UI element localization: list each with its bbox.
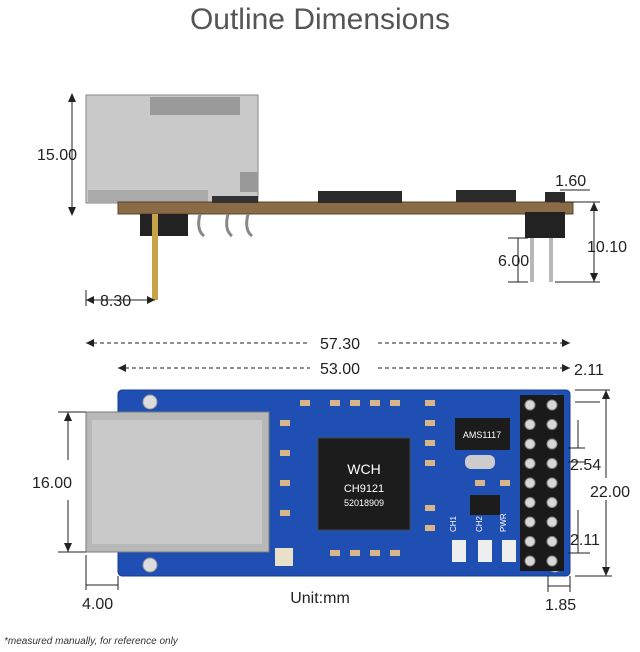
header-pin-2 [549,238,553,282]
arrow [602,567,610,576]
dim-label-4: 4.00 [82,596,113,613]
header-pin-1 [530,238,534,282]
arrow [64,412,72,421]
dim-label-22: 22.00 [590,484,630,501]
dim-label-1-6: 1.60 [555,173,586,190]
header-pin [546,399,558,411]
button [275,548,293,566]
chip-label-3: 52018909 [344,498,384,508]
unit-label: Unit:mm [290,590,350,607]
arrow [590,202,598,211]
dim-label-2-54: 2.54 [570,457,601,474]
led-label-ch2: CH2 [475,515,484,532]
arrow [86,339,94,347]
rj45-side-bottom [88,190,208,202]
dim-label-10: 10.10 [587,239,627,256]
dim-label-2-11-bottom: 2.11 [570,532,600,549]
rj45-side-top [150,97,240,115]
rj45-jack-face [92,420,262,544]
rj45-pins-block [140,214,188,236]
header-pin [524,516,536,528]
chip-side [318,191,402,203]
dim-label-15: 15.00 [37,147,77,164]
arrow [147,296,155,304]
ch9121-chip [317,437,411,531]
led-label-ch1: CH1 [449,515,458,532]
transistor [470,495,500,515]
arrow [602,390,610,399]
chip-label-2: CH9121 [344,483,384,495]
arrow [562,364,570,372]
arrow [68,93,76,102]
header-pin [524,438,536,450]
pcb-side [117,201,574,215]
rj45-legs [197,213,253,238]
header-pin [524,555,536,567]
arrow [86,296,94,304]
rj45-pin [152,214,158,300]
header-pin [546,438,558,450]
header-pin [546,536,558,547]
dim-label-16: 16.00 [32,475,72,492]
disclaimer-note: *measured manually, for reference only [4,636,178,647]
led-label-pwr: PWR [499,513,508,532]
header-pin [524,458,536,469]
header-pin [546,555,558,567]
side-view: 15.00 1.60 10.10 6.00 8.30 [37,93,627,310]
chip-label-1: WCH [347,461,380,477]
arrow [118,364,126,372]
header-pins [524,399,558,567]
arrow [64,543,72,552]
mount-hole [142,394,158,410]
header-pin [546,458,558,469]
header-pin [524,419,536,430]
mount-hole [142,557,158,573]
header-pin [546,497,558,508]
header-pin [524,497,536,508]
header-pin [546,516,558,528]
led-ch2 [478,540,492,562]
dim-label-57: 57.30 [320,336,360,353]
header-pin [524,477,536,489]
led-ch1 [452,540,466,562]
component-side-2 [545,192,565,202]
led-pwr [502,540,516,562]
header-pin [546,477,558,489]
page-title: Outline Dimensions [189,3,451,36]
passive-components [280,400,510,556]
dim-label-6: 6.00 [498,253,529,270]
crystal [465,455,495,469]
arrow [562,339,570,347]
header-side-top [456,190,516,202]
header-pin [524,399,536,411]
dim-label-2-11-top: 2.11 [574,362,604,379]
dim-label-53: 53.00 [320,361,360,378]
header-pin [546,419,558,430]
regulator [455,418,510,450]
top-view: WCH CH9121 52018909 AMS1117 CH1 CH2 [32,336,630,614]
regulator-label: AMS1117 [463,430,501,440]
arrow [590,273,598,282]
dim-label-8: 8.30 [100,293,131,310]
pin-header-block [525,212,565,238]
arrow [68,207,76,216]
dim-label-1-85: 1.85 [545,597,576,614]
header-pin [524,536,536,547]
rj45-side-tab [240,172,258,192]
component-side-1 [212,196,258,203]
